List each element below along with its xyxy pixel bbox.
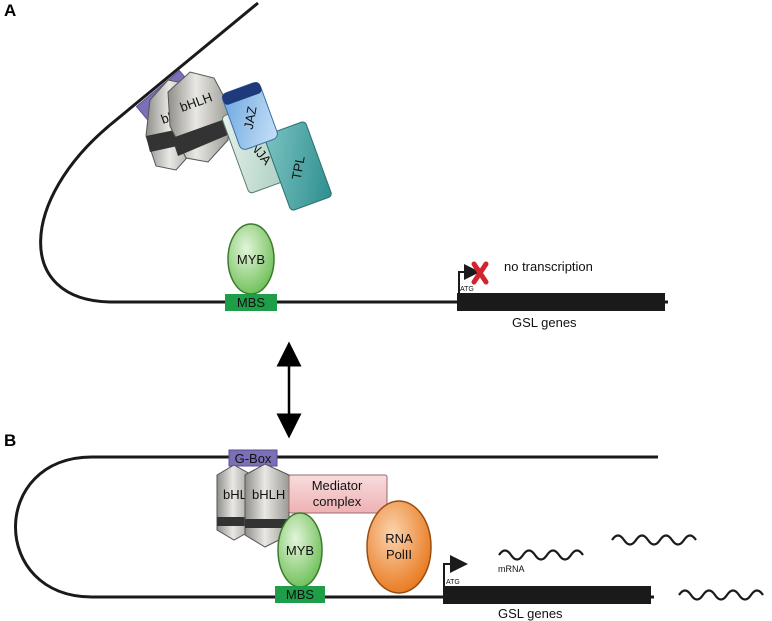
bhlh-back-b: bHL — [216, 464, 253, 541]
mrna-wave-3 — [678, 589, 764, 601]
tss-arrow-a — [458, 271, 466, 293]
bhlh-front-b-label: bHLH — [252, 487, 285, 502]
mbs-a: MBS — [225, 294, 277, 311]
rna-line1-label: RNA — [385, 531, 413, 546]
myb-b: MYB — [277, 512, 323, 588]
rna-line2-label: PolII — [386, 547, 412, 562]
tss-arrowhead-b — [450, 555, 468, 573]
dna-strand-b — [14, 455, 658, 599]
mbs-a-label: MBS — [237, 295, 266, 310]
dna-strand-a — [39, 1, 668, 304]
atg-b-label: ATG — [446, 579, 460, 586]
gene-body-b — [443, 586, 651, 604]
mediator-complex-b: Mediator complex — [288, 474, 388, 514]
myb-b-label: MYB — [286, 543, 314, 558]
panel-b: B G-Box bHL bHLH Mediator complex — [4, 431, 764, 621]
bhlh-front-b: bHLH — [244, 463, 290, 548]
bhlh-back-b-label: bHL — [223, 487, 247, 502]
mediator-line1-label: Mediator — [312, 478, 363, 493]
bhlh-front-a: bHLH — [167, 71, 231, 163]
mbs-b: MBS — [275, 586, 325, 603]
rna-polii-b: RNA PolII — [366, 500, 432, 594]
mrna-wave-2 — [611, 534, 697, 546]
panel-a: A G-Box bHL bHLH NINJA TPL — [4, 1, 668, 330]
myb-a-label: MYB — [237, 252, 265, 267]
repression-x-icon — [471, 261, 489, 285]
myb-a: MYB — [227, 223, 275, 295]
gsl-genes-a-label: GSL genes — [512, 315, 577, 330]
tpl-a-label: TPL — [289, 155, 308, 181]
gbox-b: G-Box — [228, 449, 278, 467]
mrna-label: mRNA — [498, 564, 525, 574]
jaz-a: JAZ — [222, 82, 278, 150]
gene-body-a — [457, 293, 665, 311]
mediator-line2-label: complex — [313, 494, 362, 509]
atg-a-label: ATG — [460, 286, 474, 293]
tss-arrow-b — [443, 563, 452, 586]
mbs-b-label: MBS — [286, 587, 315, 602]
mrna-wave-1 — [498, 549, 584, 561]
panel-b-label: B — [4, 431, 16, 450]
tpl-a: TPL — [264, 121, 332, 211]
tss-arrowhead-a — [464, 264, 480, 280]
jaz-a-label: JAZ — [241, 105, 260, 130]
gbox-b-label: G-Box — [235, 451, 272, 466]
panel-a-label: A — [4, 1, 16, 20]
gsl-genes-b-label: GSL genes — [498, 606, 563, 621]
no-transcription-label: no transcription — [504, 259, 593, 274]
